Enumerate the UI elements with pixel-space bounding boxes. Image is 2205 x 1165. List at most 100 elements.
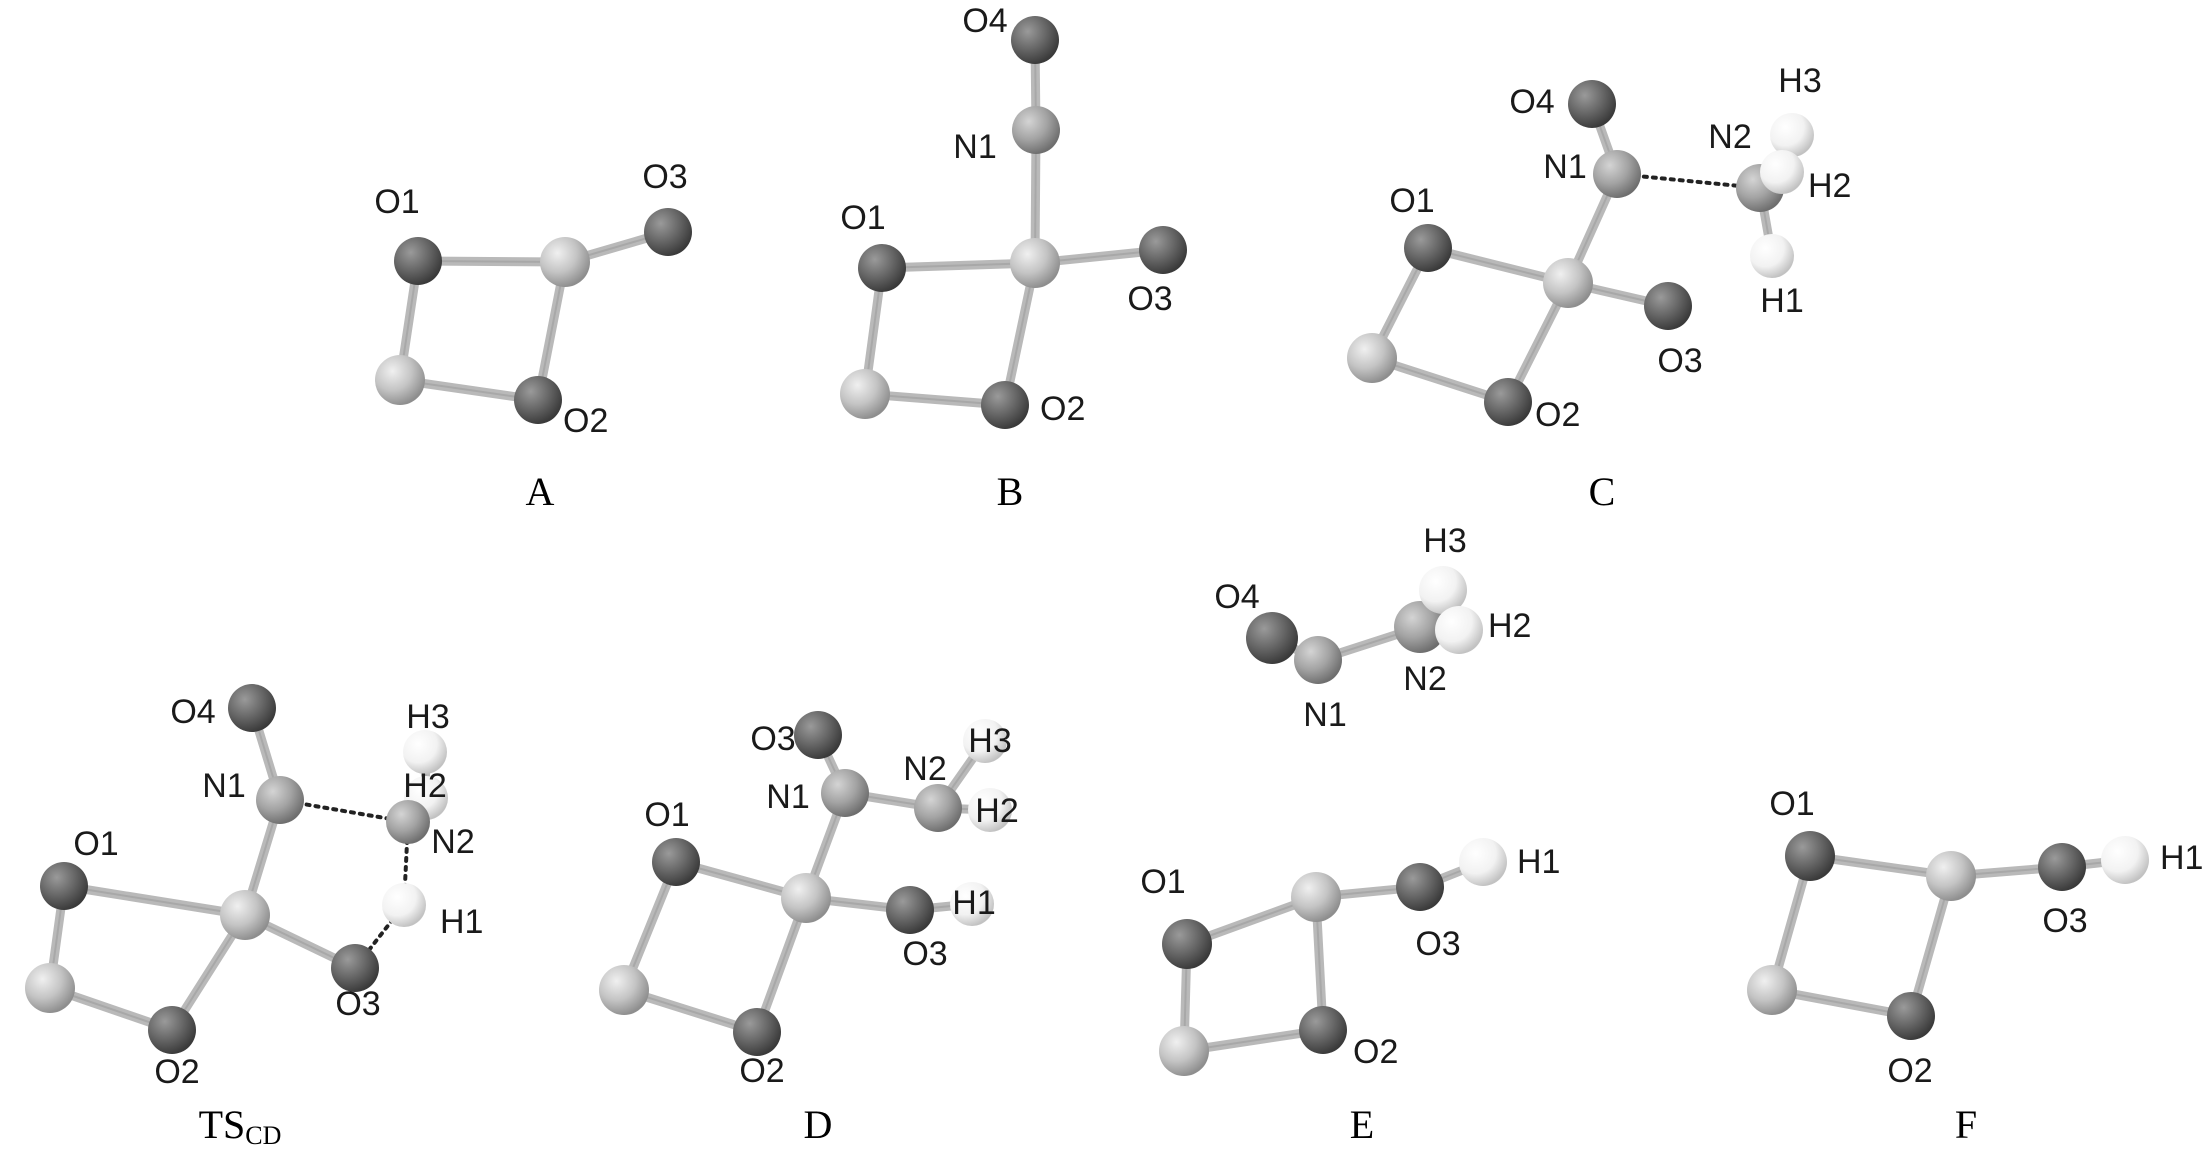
atom-label: H2 xyxy=(975,792,1018,830)
oxygen-atom xyxy=(40,862,88,910)
atom-label: O3 xyxy=(1127,280,1172,318)
atom-label: N2 xyxy=(1708,118,1751,156)
oxygen-atom xyxy=(1644,282,1692,330)
atom-label: H2 xyxy=(1808,167,1851,205)
metal-atom xyxy=(1747,965,1797,1015)
panel-title: TSCD xyxy=(199,1102,282,1150)
metal-atom xyxy=(1291,872,1341,922)
oxygen-atom xyxy=(1568,80,1616,128)
oxygen-atom xyxy=(228,684,276,732)
oxygen-atom xyxy=(2038,843,2086,891)
hydrogen-atom xyxy=(1760,150,1804,194)
hydrogen-atom xyxy=(1750,234,1794,278)
metal-atom xyxy=(781,873,831,923)
oxygen-atom xyxy=(1404,224,1452,272)
nitrogen-atom xyxy=(1394,601,1446,653)
hydrogen-atom xyxy=(2101,836,2149,884)
panel-title: E xyxy=(1350,1102,1374,1147)
atom-label: H1 xyxy=(2160,839,2203,877)
panel-title: D xyxy=(804,1102,833,1147)
metal-atom xyxy=(375,355,425,405)
atom-label: H1 xyxy=(1760,282,1803,320)
atom-label: O3 xyxy=(1415,925,1460,963)
panel-title: F xyxy=(1955,1102,1977,1147)
nitrogen-atom xyxy=(256,776,304,824)
atom-label: H1 xyxy=(1517,843,1560,881)
atom-label: O2 xyxy=(1353,1033,1398,1071)
oxygen-atom xyxy=(652,838,700,886)
hydrogen-atom xyxy=(1435,606,1483,654)
bond-shade xyxy=(63,885,246,916)
atom-label: O1 xyxy=(73,825,118,863)
atom-label: N1 xyxy=(766,778,809,816)
bond-shade xyxy=(881,262,1036,269)
atom-label: N1 xyxy=(1543,148,1586,186)
atom-label: O1 xyxy=(1769,785,1814,823)
nitrogen-atom xyxy=(1294,636,1342,684)
hydrogen-atom xyxy=(968,788,1012,832)
metal-atom xyxy=(1159,1026,1209,1076)
oxygen-atom xyxy=(1396,863,1444,911)
atom-label: H1 xyxy=(440,903,483,941)
metal-atom xyxy=(220,890,270,940)
oxygen-atom xyxy=(644,208,692,256)
atom-label: O2 xyxy=(1887,1052,1932,1090)
bond xyxy=(59,881,250,920)
nitrogen-atom xyxy=(1012,106,1060,154)
atom-label: O4 xyxy=(962,2,1007,40)
hydrogen-atom xyxy=(963,719,1007,763)
atom-label: O1 xyxy=(1389,182,1434,220)
atom-label: O2 xyxy=(739,1052,784,1090)
metal-atom xyxy=(1543,258,1593,308)
atom-label: H3 xyxy=(1778,62,1821,100)
atom-label: O3 xyxy=(335,985,380,1023)
atom-label: O2 xyxy=(1040,390,1085,428)
atom-label: O1 xyxy=(374,183,419,221)
hydrogen-atom xyxy=(1419,566,1467,614)
atom-label: H2 xyxy=(1488,607,1531,645)
atom-label: O3 xyxy=(2042,902,2087,940)
nitrogen-atom xyxy=(386,800,430,844)
atom-label: O2 xyxy=(563,402,608,440)
oxygen-atom xyxy=(1785,831,1835,881)
oxygen-atom xyxy=(981,381,1029,429)
atom-label: O3 xyxy=(750,720,795,758)
atom-label: O3 xyxy=(642,158,687,196)
atom-label: N1 xyxy=(1303,696,1346,734)
oxygen-atom xyxy=(331,944,379,992)
atom-label: O2 xyxy=(1535,396,1580,434)
atom-label: O3 xyxy=(902,935,947,973)
atom-label: N2 xyxy=(431,823,474,861)
oxygen-atom xyxy=(733,1008,781,1056)
oxygen-atom xyxy=(1246,612,1298,664)
oxygen-atom xyxy=(886,886,934,934)
oxygen-atom xyxy=(794,711,842,759)
oxygen-atom xyxy=(1484,378,1532,426)
metal-atom xyxy=(540,237,590,287)
nitrogen-atom xyxy=(914,784,962,832)
atom-label: H3 xyxy=(406,698,449,736)
atom-label: O4 xyxy=(1509,83,1554,121)
panel-title-subscript: CD xyxy=(245,1121,281,1150)
metal-atom xyxy=(25,963,75,1013)
hydrogen-atom xyxy=(950,882,994,926)
atom-label: O1 xyxy=(1140,863,1185,901)
hydrogen-atom xyxy=(382,883,426,927)
oxygen-atom xyxy=(858,244,906,292)
atom-label: O4 xyxy=(1214,578,1259,616)
metal-atom xyxy=(1010,238,1060,288)
atom-label: H2 xyxy=(403,767,446,805)
oxygen-atom xyxy=(394,237,442,285)
hydrogen-atom xyxy=(1459,838,1507,886)
atom-label: O2 xyxy=(154,1053,199,1091)
atom-label: O4 xyxy=(170,693,215,731)
oxygen-atom xyxy=(514,376,562,424)
bond xyxy=(877,258,1040,273)
oxygen-atom xyxy=(148,1006,196,1054)
